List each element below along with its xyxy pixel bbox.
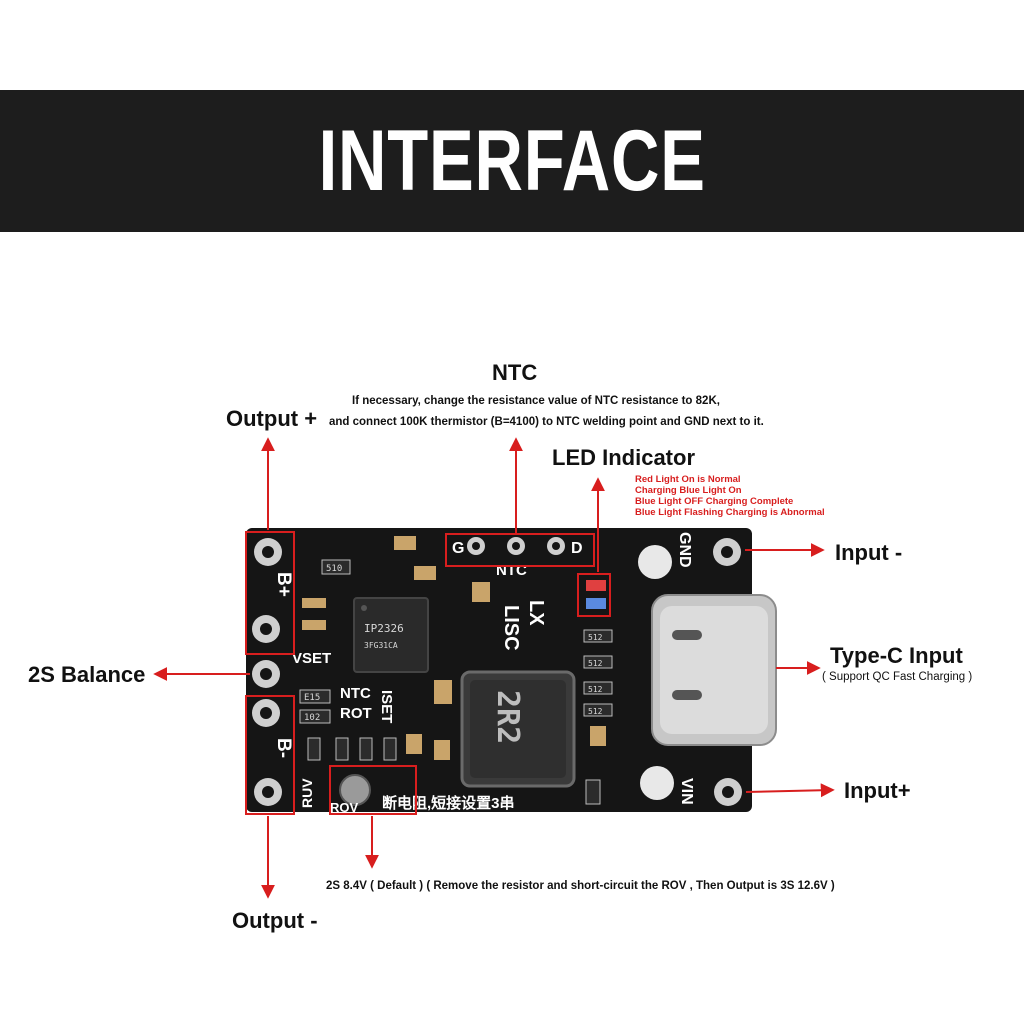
output-plus-label: Output + — [226, 406, 318, 431]
silk-lx: LX — [525, 600, 547, 626]
res-code: 512 — [588, 707, 603, 716]
highlight-b-minus — [245, 695, 295, 815]
led-blue — [586, 598, 606, 609]
mount-hole-bottom — [640, 766, 674, 800]
type-c-input-title: Type-C Input — [830, 643, 963, 668]
page-title: INTERFACE — [318, 112, 706, 209]
silk-ntc: NTC — [340, 685, 371, 702]
charger-ic — [353, 597, 429, 673]
silk-vset: VSET — [292, 650, 331, 667]
inductor-marking: 2R2 — [490, 690, 525, 744]
balance-label: 2S Balance — [28, 662, 146, 687]
usb-type-c-connector — [651, 594, 777, 746]
highlight-rov — [329, 765, 417, 815]
ntc-description-line-2: and connect 100K thermistor (B=4100) to … — [329, 416, 764, 428]
res-code: 102 — [304, 713, 320, 723]
res-code: 512 — [588, 685, 603, 694]
ntc-title: NTC — [492, 360, 538, 385]
led-note: Blue Light Flashing Charging is Abnormal — [635, 507, 825, 518]
rov-pad — [339, 774, 371, 806]
output-minus-label: Output - — [232, 908, 318, 933]
input-pads — [638, 538, 742, 806]
res-code: 512 — [588, 659, 603, 668]
silk-gnd: GND — [676, 532, 693, 568]
rov-note: 2S 8.4V ( Default ) ( Remove the resisto… — [326, 880, 835, 892]
led-note: Charging Blue Light On — [635, 485, 742, 496]
highlight-b-plus — [245, 531, 295, 655]
chip-marking-2: 3FG31CA — [364, 641, 398, 650]
input-minus-label: Input - — [835, 540, 903, 565]
ntc-pads — [467, 537, 565, 555]
resistors — [299, 559, 613, 805]
res-code: E15 — [304, 693, 320, 703]
led-note: Blue Light OFF Charging Complete — [635, 496, 794, 507]
chip-marking-1: IP2326 — [364, 622, 404, 635]
title-banner: INTERFACE — [0, 90, 1024, 232]
battery-pads — [252, 538, 282, 806]
silk-d: D — [571, 540, 583, 557]
res-code: 512 — [588, 633, 603, 642]
input-plus-label: Input+ — [844, 778, 911, 803]
silk-iset: ISET — [378, 690, 395, 723]
board-chinese-text: 断电阻,短接设置3串 — [382, 794, 515, 812]
silk-b-plus: B+ — [273, 572, 294, 597]
highlight-ntc-pads — [445, 533, 595, 567]
silk-ruv: RUV — [299, 778, 315, 808]
type-c-input-subtitle: ( Support QC Fast Charging ) — [822, 671, 973, 683]
arrow-input-plus — [745, 783, 835, 798]
led-note: Red Light On is Normal — [635, 474, 741, 485]
silk-vin: VIN — [678, 778, 695, 805]
led-red — [586, 580, 606, 591]
led-indicator-title: LED Indicator — [552, 445, 696, 470]
res-code: 510 — [326, 564, 342, 574]
highlight-leds — [577, 573, 611, 617]
silk-g: G — [452, 540, 464, 557]
led-indicator-notes: Red Light On is Normal Charging Blue Lig… — [635, 474, 825, 518]
silk-ntc-top: NTC — [496, 562, 527, 579]
silk-lisc: LISC — [500, 605, 522, 651]
silk-b-minus: B- — [273, 738, 294, 758]
mount-hole-top — [638, 545, 672, 579]
silk-rot: ROT — [340, 705, 372, 722]
silk-rov: ROV — [330, 800, 359, 815]
ntc-description-line-1: If necessary, change the resistance valu… — [352, 395, 720, 407]
capacitors — [302, 536, 606, 760]
